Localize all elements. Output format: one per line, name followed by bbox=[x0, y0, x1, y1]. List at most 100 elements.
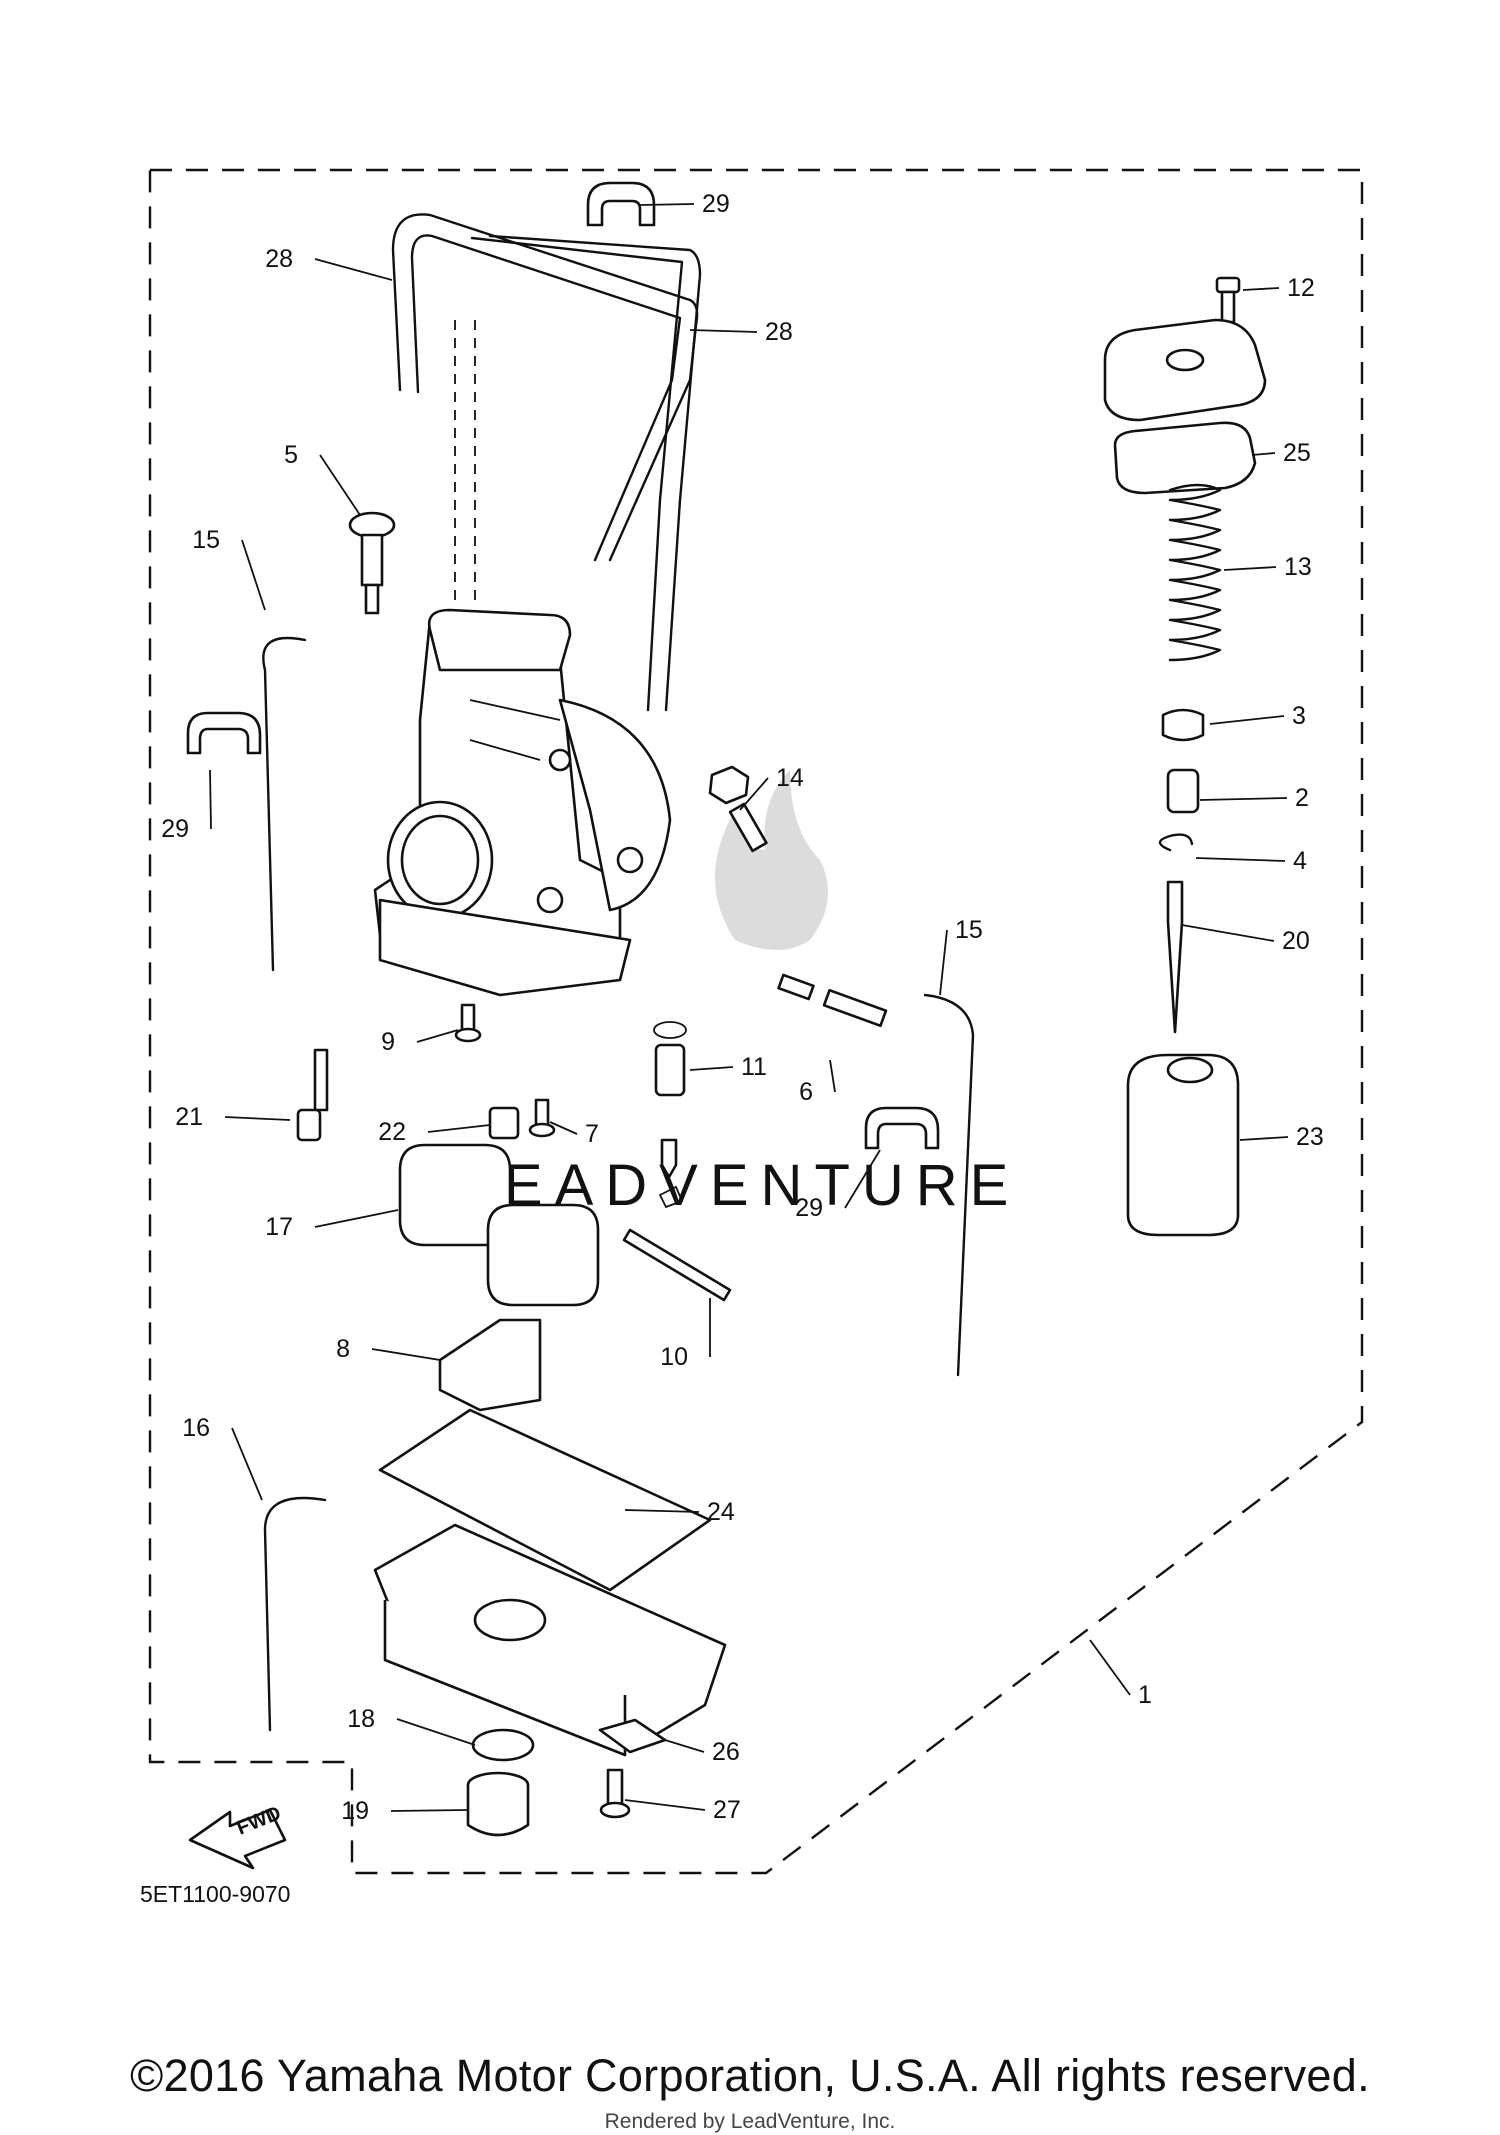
part-18-oring bbox=[471, 1728, 535, 1762]
leader-line-29c bbox=[844, 1149, 881, 1209]
part-12-screw bbox=[1215, 276, 1241, 324]
callout-13: 13 bbox=[1284, 553, 1312, 581]
part-top-cap bbox=[1103, 318, 1267, 422]
leader-line-11 bbox=[689, 1066, 734, 1071]
part-22-jet bbox=[488, 1106, 520, 1140]
part-25-gasket bbox=[1113, 421, 1257, 495]
carburetor-body bbox=[373, 608, 672, 997]
part-19-drain-plug bbox=[466, 1771, 530, 1837]
callout-16: 16 bbox=[182, 1414, 210, 1442]
callout-22: 22 bbox=[378, 1118, 406, 1146]
leader-line-14 bbox=[739, 777, 769, 811]
callout-6: 6 bbox=[799, 1078, 813, 1106]
assembly-boundary bbox=[148, 168, 1364, 1875]
copyright-notice: ©2016 Yamaha Motor Corporation, U.S.A. A… bbox=[130, 2050, 1370, 2101]
callout-29b: 29 bbox=[161, 815, 189, 843]
callout-4: 4 bbox=[1293, 847, 1307, 875]
part-28-vent-hoses bbox=[391, 213, 702, 712]
callout-8: 8 bbox=[336, 1335, 350, 1363]
leader-line-15a bbox=[241, 539, 266, 611]
leader-line-28b bbox=[689, 329, 758, 333]
fwd-arrow-icon: FWD bbox=[188, 1802, 287, 1870]
part-2-holder bbox=[1166, 768, 1200, 814]
callout-24: 24 bbox=[707, 1498, 735, 1526]
callout-7: 7 bbox=[585, 1120, 599, 1148]
diagram-part-code: 5ET1100-9070 bbox=[140, 1881, 290, 1907]
part-15-hose-right bbox=[923, 993, 975, 1377]
leader-line-27 bbox=[624, 1799, 706, 1811]
callout-11: 11 bbox=[741, 1053, 767, 1081]
callout-25: 25 bbox=[1283, 439, 1311, 467]
callout-28a: 28 bbox=[265, 245, 293, 273]
callout-23: 23 bbox=[1296, 1123, 1324, 1151]
leader-line-9 bbox=[416, 1029, 459, 1043]
callout-9: 9 bbox=[381, 1028, 395, 1056]
callout-10: 10 bbox=[660, 1343, 688, 1371]
callout-5: 5 bbox=[284, 441, 298, 469]
callout-15a: 15 bbox=[192, 526, 220, 554]
part-27-screw bbox=[599, 1768, 631, 1819]
leader-line-19 bbox=[390, 1809, 468, 1812]
part-9-screw bbox=[454, 1003, 482, 1043]
part-7-screw bbox=[528, 1098, 556, 1138]
part-5-plug bbox=[348, 511, 396, 615]
part-11-needle-valve bbox=[653, 1021, 687, 1209]
callout-29c: 29 bbox=[795, 1194, 823, 1222]
exploded-parts-diagram: LEADVENTURE bbox=[140, 168, 1364, 1907]
leader-line-24 bbox=[624, 1509, 700, 1513]
leader-line-5 bbox=[319, 454, 361, 516]
callout-19: 19 bbox=[341, 1797, 369, 1825]
callout-17: 17 bbox=[265, 1213, 293, 1241]
part-24-gasket bbox=[378, 1408, 712, 1592]
leader-line-8 bbox=[371, 1348, 441, 1361]
part-14-air-screw bbox=[708, 765, 768, 853]
callout-12: 12 bbox=[1287, 274, 1315, 302]
leader-line-25 bbox=[1251, 452, 1276, 456]
part-15-hose-left bbox=[262, 636, 307, 972]
callout-21: 21 bbox=[175, 1103, 203, 1131]
part-29-clip-right bbox=[864, 1106, 940, 1150]
leader-line-18 bbox=[396, 1718, 476, 1746]
leader-line-12 bbox=[1242, 287, 1280, 291]
leader-line-4 bbox=[1195, 857, 1286, 862]
callout-27: 27 bbox=[713, 1796, 741, 1824]
leader-line-23 bbox=[1239, 1136, 1289, 1141]
leader-line-13 bbox=[1223, 566, 1277, 571]
part-13-spring bbox=[1168, 483, 1222, 662]
leader-lines bbox=[209, 203, 1289, 1812]
leader-line-16 bbox=[231, 1427, 263, 1501]
callout-2: 2 bbox=[1295, 784, 1309, 812]
renderer-credit: Rendered by LeadVenture, Inc. bbox=[604, 2110, 896, 2133]
callout-29a: 29 bbox=[702, 190, 730, 218]
part-16-hose bbox=[263, 1496, 327, 1732]
part-17-floats bbox=[398, 1143, 600, 1307]
leader-line-15b bbox=[939, 929, 948, 996]
part-29-clip-top bbox=[586, 181, 656, 227]
leader-line-26 bbox=[664, 1739, 705, 1753]
part-6-pilot-screw bbox=[777, 973, 888, 1028]
callout-26: 26 bbox=[712, 1738, 740, 1766]
part-29-clip-left bbox=[186, 711, 262, 755]
leader-line-6 bbox=[829, 1059, 836, 1093]
callout-15b: 15 bbox=[955, 916, 983, 944]
leader-line-20 bbox=[1181, 924, 1275, 942]
leader-line-7 bbox=[549, 1121, 578, 1135]
callout-14: 14 bbox=[776, 764, 804, 792]
leader-line-28a bbox=[314, 258, 393, 281]
part-23-throttle-valve bbox=[1126, 1053, 1240, 1237]
float-bowl bbox=[373, 1523, 727, 1757]
callout-1: 1 bbox=[1138, 1681, 1152, 1709]
part-3-retainer bbox=[1161, 708, 1205, 742]
part-4-eclip bbox=[1158, 833, 1194, 852]
part-10-float-pin bbox=[622, 1228, 732, 1302]
callout-20: 20 bbox=[1282, 927, 1310, 955]
part-20-needle bbox=[1166, 880, 1184, 1034]
part-8-baffle bbox=[438, 1318, 542, 1412]
leader-line-22 bbox=[427, 1124, 491, 1133]
leader-line-21 bbox=[224, 1116, 291, 1121]
leader-line-1 bbox=[1089, 1639, 1131, 1696]
leader-line-29a bbox=[639, 203, 695, 206]
callout-3: 3 bbox=[1292, 702, 1306, 730]
leader-line-29b bbox=[209, 769, 212, 830]
